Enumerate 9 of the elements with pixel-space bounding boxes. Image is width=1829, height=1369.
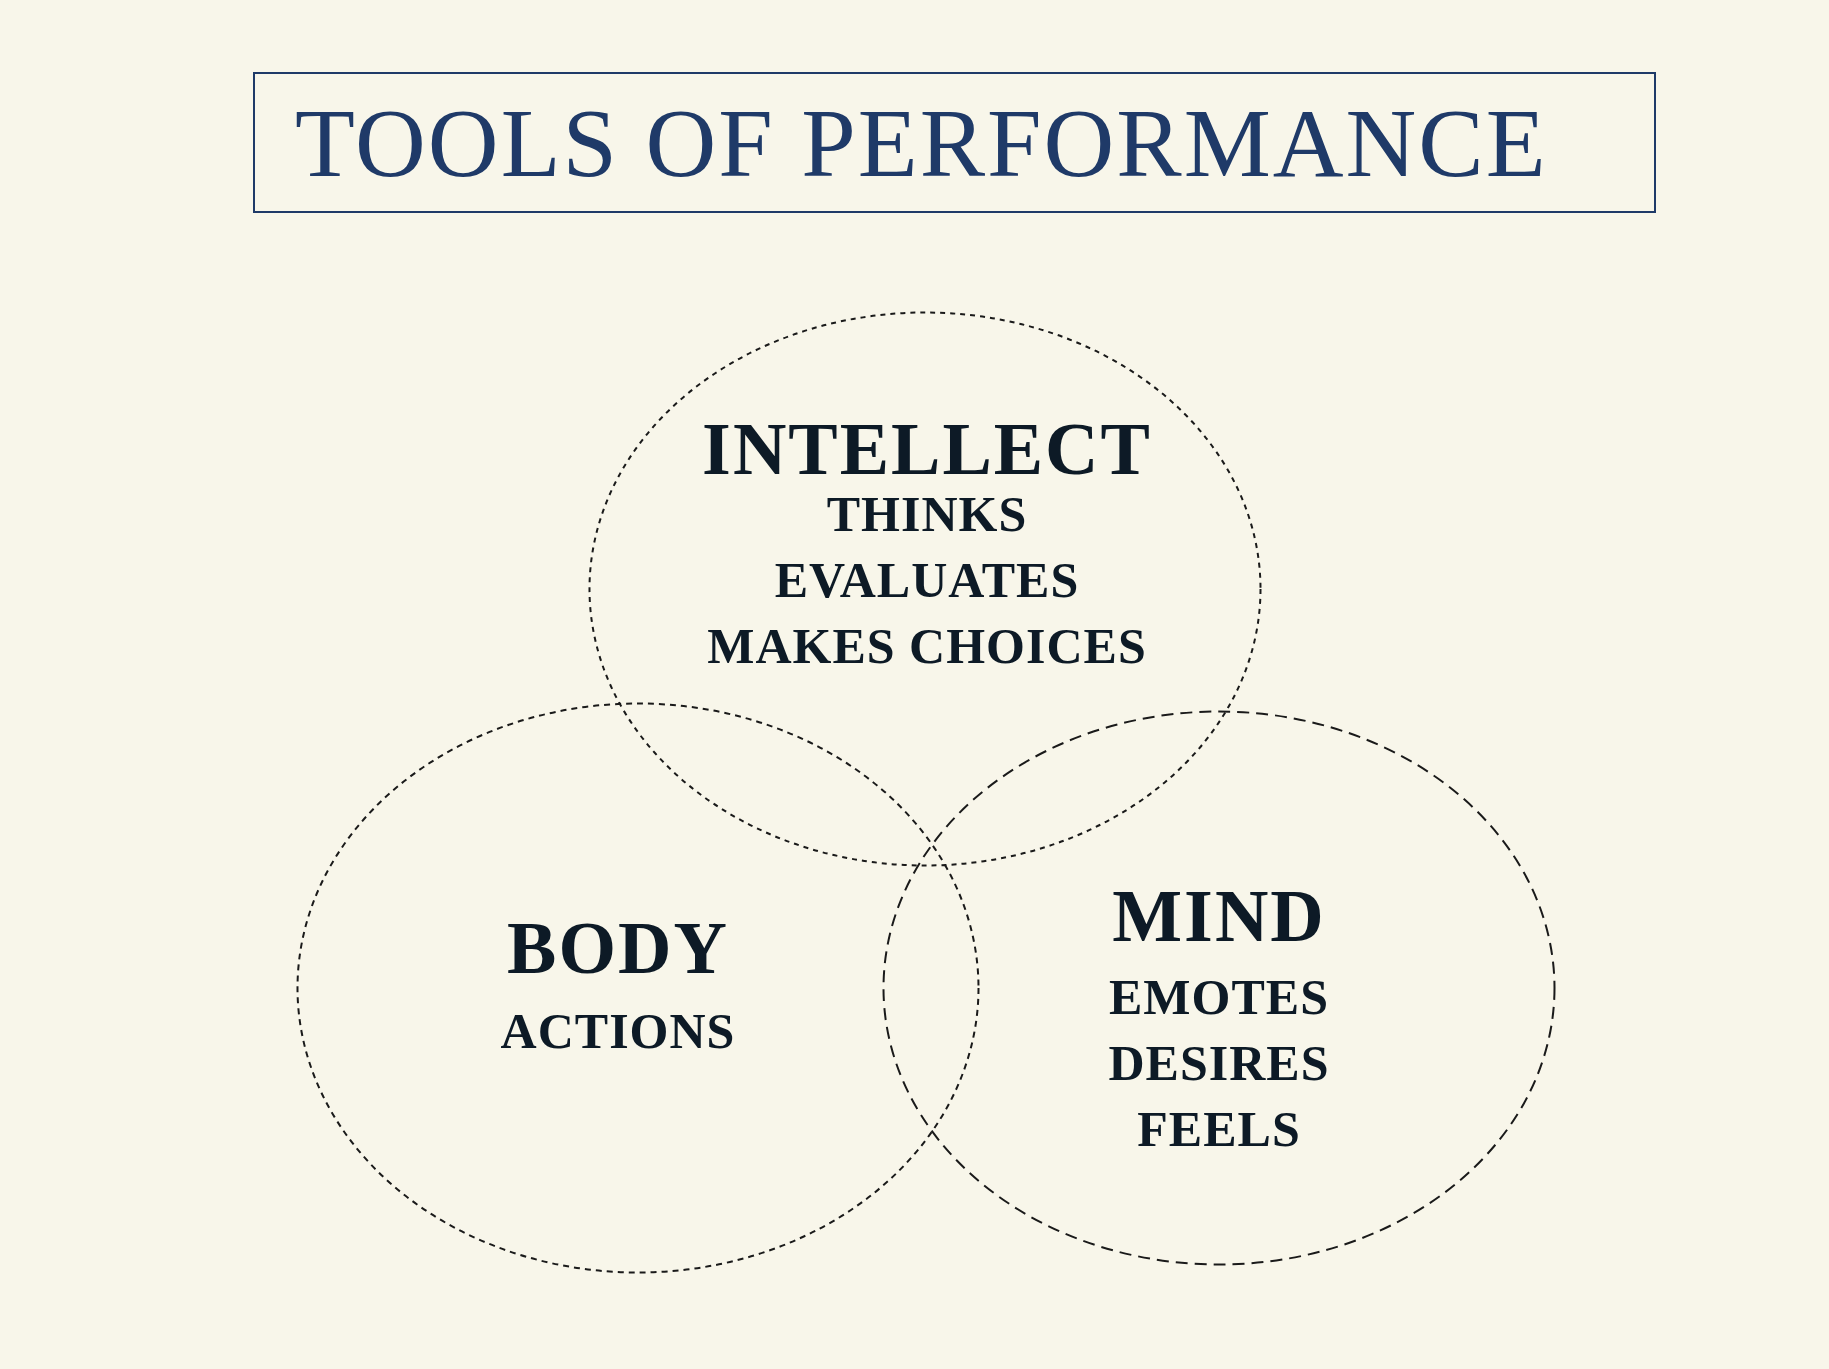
circle-item: DESIRES	[1108, 1034, 1330, 1093]
circle-item: EMOTES	[1109, 968, 1329, 1027]
circle-item: MAKES CHOICES	[707, 617, 1147, 676]
circle-item: ACTIONS	[500, 1002, 736, 1061]
title: TOOLS OF PERFORMANCE	[253, 72, 1656, 213]
circle-item: EVALUATES	[774, 551, 1080, 610]
circle-item: FEELS	[1137, 1100, 1301, 1159]
circle-heading: BODY	[507, 908, 729, 988]
circle-heading: MIND	[1112, 876, 1326, 956]
